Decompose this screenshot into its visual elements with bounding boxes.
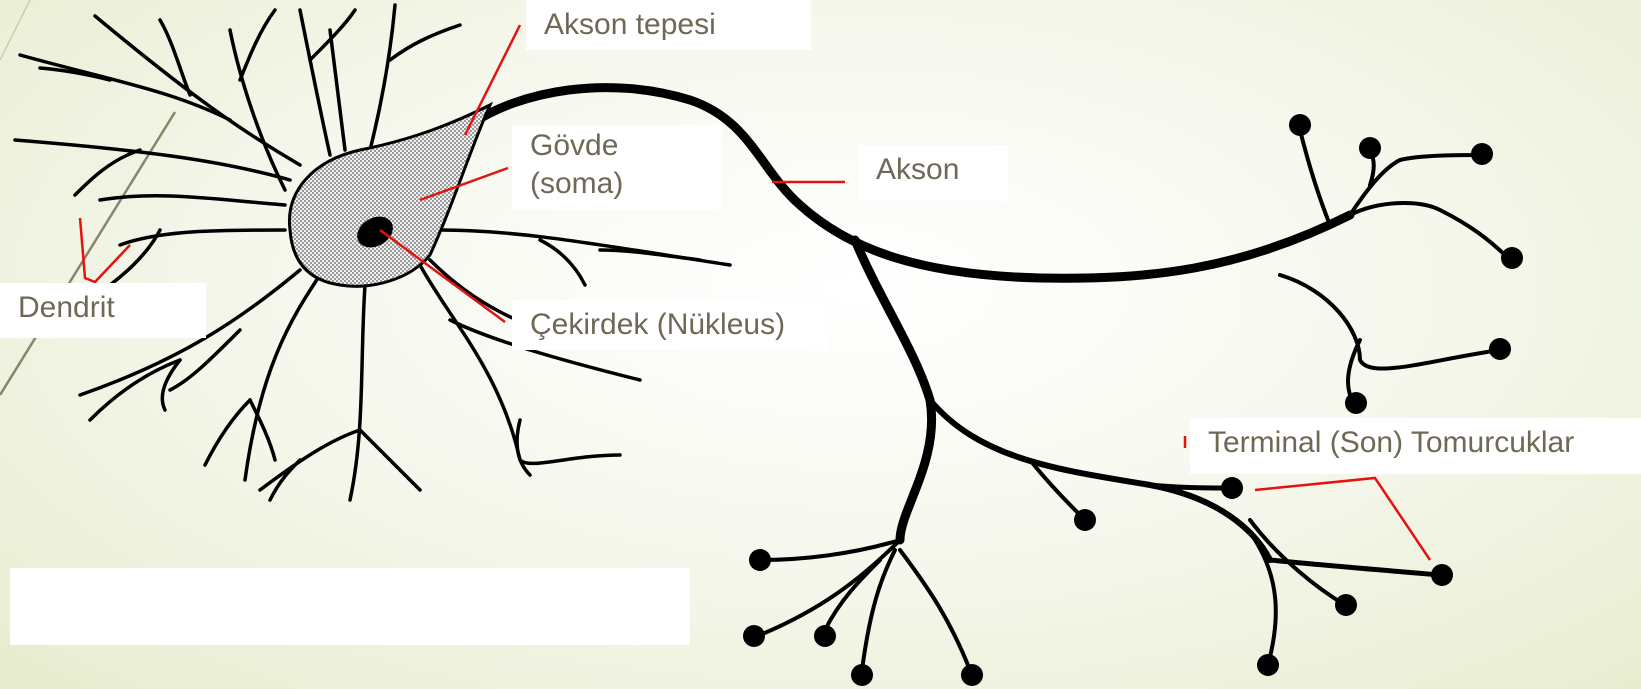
label-dendrite-text: Dendrit xyxy=(18,291,115,324)
label-axon-hillock-text: Akson tepesi xyxy=(544,8,716,41)
label-soma-line1: Gövde xyxy=(530,127,704,165)
label-dendrite: Dendrit xyxy=(0,283,206,338)
label-terminal-text: Terminal (Son) Tomurcuklar xyxy=(1208,426,1574,459)
soma xyxy=(289,105,490,286)
label-terminal: Terminal (Son) Tomurcuklar xyxy=(1190,418,1641,474)
label-soma: Gövde (soma) xyxy=(512,125,722,210)
label-axon-hillock: Akson tepesi xyxy=(526,0,811,50)
blank-label-box xyxy=(10,568,690,645)
label-soma-line2: (soma) xyxy=(530,165,704,203)
label-nucleus-text: Çekirdek (Nükleus) xyxy=(530,308,785,341)
label-axon: Akson xyxy=(858,145,1008,201)
label-nucleus: Çekirdek (Nükleus) xyxy=(512,300,828,350)
label-axon-text: Akson xyxy=(876,153,959,186)
